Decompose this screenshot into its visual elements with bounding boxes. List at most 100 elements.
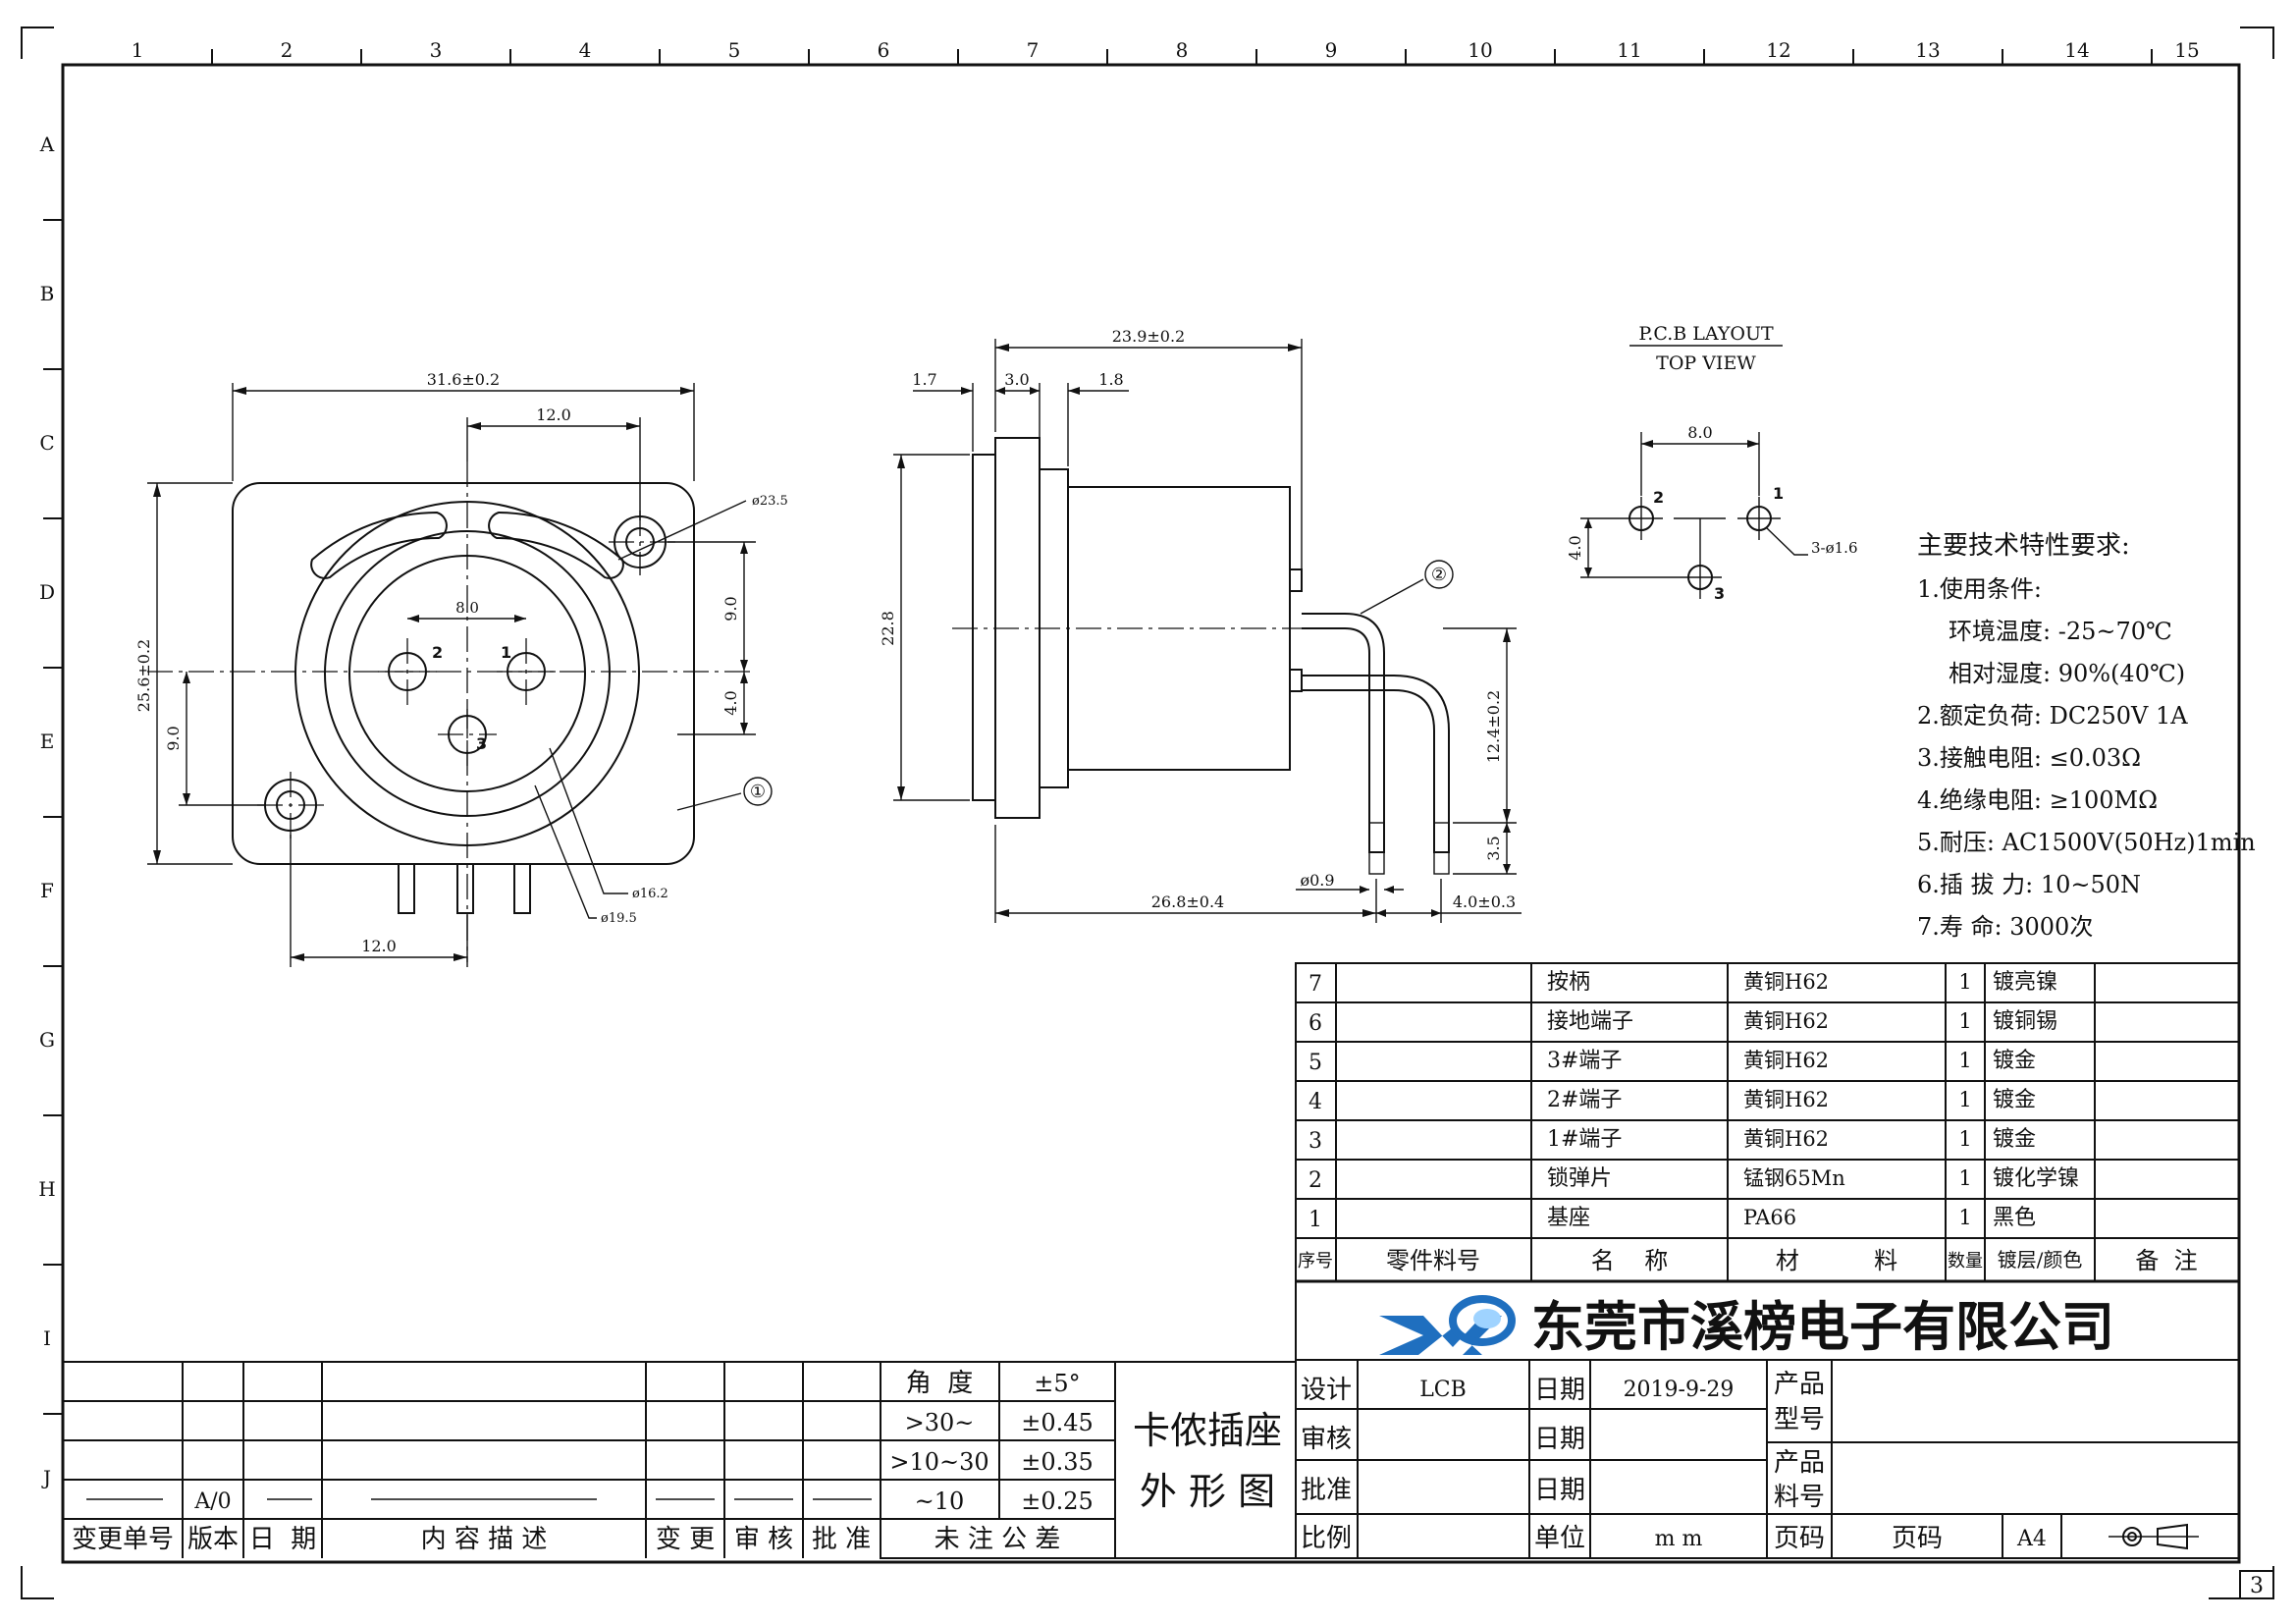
- dim-right-9: 9.0: [721, 596, 740, 621]
- dim-1-8: 1.8: [1098, 370, 1123, 389]
- svg-text:镀亮镍: 镀亮镍: [1993, 970, 2057, 995]
- dim-1-7: 1.7: [912, 370, 936, 389]
- svg-text:黄铜H62: 黄铜H62: [1743, 1009, 1829, 1033]
- svg-text:2#端子: 2#端子: [1547, 1088, 1622, 1112]
- product-type: 外 形 图: [1140, 1470, 1275, 1513]
- rev-header-change: 变 更: [656, 1525, 715, 1554]
- svg-text:8: 8: [1176, 38, 1189, 62]
- svg-text:接地端子: 接地端子: [1547, 1009, 1633, 1034]
- svg-text:1: 1: [1958, 1009, 1971, 1033]
- tol-range: ~10: [915, 1488, 965, 1515]
- svg-text:序号: 序号: [1298, 1251, 1333, 1271]
- spec-item: 6.插 拔 力: 10~50N: [1917, 871, 2141, 898]
- svg-text:3: 3: [1308, 1129, 1322, 1154]
- svg-text:锁弹片: 锁弹片: [1547, 1166, 1612, 1191]
- tol-range: >10~30: [889, 1448, 988, 1476]
- pcb-dim-4: 4.0: [1566, 535, 1584, 560]
- row-labels: A B C D E F G H I J: [38, 133, 55, 1489]
- design-label: 设计: [1301, 1376, 1352, 1405]
- svg-text:按柄: 按柄: [1547, 970, 1590, 995]
- rev-header-review: 审 核: [734, 1525, 793, 1554]
- tolerance-table: 角 度 ±5° >30~ ±0.45 >10~30 ±0.35 ~10 ±0.2…: [880, 1361, 1296, 1559]
- tol-value: ±0.25: [1021, 1488, 1094, 1515]
- date-label: 日期: [1534, 1376, 1585, 1405]
- dia-23-5: ø23.5: [752, 494, 788, 509]
- tol-value: ±5°: [1034, 1370, 1080, 1397]
- pcb-title: P.C.B LAYOUT: [1638, 323, 1774, 345]
- revision-version: A/0: [193, 1489, 231, 1514]
- tol-value: ±0.45: [1021, 1409, 1094, 1436]
- svg-text:镀化学镍: 镀化学镍: [1993, 1166, 2079, 1191]
- dim-3-5: 3.5: [1484, 836, 1503, 860]
- tol-footer: 未 注 公 差: [934, 1525, 1061, 1554]
- pcb-layout: P.C.B LAYOUT TOP VIEW 8.0 4.0 2 1 3 3-ø1…: [1566, 323, 1858, 603]
- design-value: LCB: [1419, 1378, 1467, 1402]
- tech-specs: 主要技术特性要求: 1.使用条件: 环境温度: -25~70℃ 相对湿度: 90…: [1917, 531, 2256, 941]
- pcb-subtitle: TOP VIEW: [1656, 352, 1756, 374]
- company-banner: 东莞市溪榜电子有限公司: [1295, 1280, 2240, 1361]
- tol-value: ±0.35: [1021, 1448, 1094, 1476]
- svg-text:3#端子: 3#端子: [1547, 1049, 1622, 1073]
- revision-table: A/0 变更单号 版本 日 期 内 容 描 述 变 更 审 核 批 准: [63, 1361, 881, 1558]
- svg-text:材 料: 材 料: [1776, 1247, 1897, 1274]
- dim-pins-8: 8.0: [455, 599, 479, 617]
- svg-text:9: 9: [1325, 38, 1338, 62]
- dia-16-2: ø16.2: [632, 887, 668, 901]
- svg-text:1: 1: [1958, 1166, 1971, 1190]
- rev-header-version: 版本: [187, 1525, 239, 1554]
- svg-text:1: 1: [1958, 1088, 1971, 1111]
- svg-text:锰钢65Mn: 锰钢65Mn: [1743, 1166, 1845, 1190]
- svg-text:基座: 基座: [1547, 1206, 1590, 1230]
- svg-text:H: H: [38, 1177, 55, 1201]
- svg-text:B: B: [40, 282, 55, 305]
- svg-text:G: G: [39, 1028, 55, 1052]
- bom-row: 3 1#端子 黄铜H62 1 镀金: [1308, 1127, 2036, 1154]
- rev-header-approve: 批 准: [812, 1525, 871, 1554]
- svg-text:13: 13: [1915, 38, 1940, 62]
- bom-row: 1 基座 PA66 1 黑色: [1308, 1206, 2036, 1232]
- side-view: ② 23.9±0.2 1.7 3.0 1.8 22.8 12.4±0.2 3.5…: [879, 327, 1522, 923]
- rev-header-desc: 内 容 描 述: [421, 1525, 548, 1554]
- dim-width: 31.6±0.2: [427, 370, 500, 389]
- svg-text:C: C: [39, 431, 54, 455]
- company-name: 东莞市溪榜电子有限公司: [1531, 1296, 2114, 1358]
- check-label: 审核: [1301, 1425, 1352, 1454]
- column-labels: 1 2 3 4 5 6 7 8 9 10 11 12 13 14 15: [132, 38, 2200, 62]
- svg-text:5: 5: [728, 38, 741, 62]
- dim-3-0: 3.0: [1004, 370, 1029, 389]
- svg-text:黄铜H62: 黄铜H62: [1743, 1088, 1829, 1111]
- callout-2: ②: [1431, 565, 1447, 585]
- svg-text:1#端子: 1#端子: [1547, 1127, 1622, 1152]
- svg-text:J: J: [41, 1466, 51, 1489]
- pin-3-label: 3: [476, 734, 487, 753]
- page-value: 页码: [1892, 1524, 1943, 1553]
- approve-label: 批准: [1301, 1476, 1352, 1505]
- svg-text:F: F: [40, 879, 54, 902]
- unit-value: m m: [1655, 1527, 1703, 1551]
- svg-text:7: 7: [1027, 38, 1040, 62]
- bom-row: 4 2#端子 黄铜H62 1 镀金: [1308, 1088, 2036, 1114]
- svg-text:黄铜H62: 黄铜H62: [1743, 1127, 1829, 1151]
- svg-text:6: 6: [1308, 1011, 1322, 1036]
- size-value: A4: [2016, 1527, 2047, 1551]
- pin-1-label: 1: [501, 643, 511, 662]
- tol-range: 角 度: [906, 1369, 974, 1398]
- svg-text:10: 10: [1468, 38, 1492, 62]
- svg-text:D: D: [39, 580, 55, 604]
- dim-22-8: 22.8: [879, 611, 897, 646]
- svg-text:1: 1: [1308, 1208, 1322, 1232]
- svg-text:日期: 日期: [1534, 1476, 1585, 1505]
- pcb-pin-3: 3: [1714, 584, 1725, 603]
- svg-text:7: 7: [1308, 972, 1322, 997]
- svg-text:5: 5: [1308, 1051, 1322, 1075]
- svg-text:1: 1: [1958, 1049, 1971, 1072]
- dim-height: 25.6±0.2: [134, 639, 153, 712]
- dim-12-4: 12.4±0.2: [1484, 690, 1503, 763]
- date-value: 2019-9-29: [1624, 1378, 1735, 1402]
- dia-19-5: ø19.5: [601, 911, 637, 926]
- sheet-number: 3: [2250, 1574, 2264, 1598]
- dim-4-0: 4.0±0.3: [1453, 893, 1516, 911]
- svg-text:1: 1: [1958, 970, 1971, 994]
- svg-text:11: 11: [1617, 38, 1641, 62]
